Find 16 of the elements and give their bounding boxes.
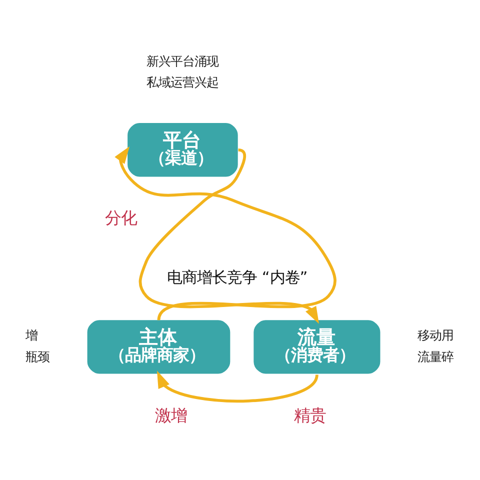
node-box: 流量 （消费者） xyxy=(254,320,380,374)
node-label: 激增 xyxy=(154,405,187,424)
node-label: 瓶颈 xyxy=(25,348,50,364)
node-box: 主体 （品牌商家） xyxy=(87,320,230,374)
node-label: 分化 xyxy=(105,208,138,227)
node-label: 私域运营兴起 xyxy=(146,74,218,89)
node-label: 精贵 xyxy=(294,405,326,424)
arrow xyxy=(156,370,318,402)
node-label: 新兴平台涌现 xyxy=(146,52,218,68)
node-box: 平台 （渠道） xyxy=(128,122,238,176)
arrow xyxy=(138,148,320,324)
node-label: 移动用 xyxy=(418,327,454,342)
arrow xyxy=(114,146,336,320)
node-label: 增 xyxy=(25,327,38,342)
label: 电商增长竞争 “内卷” xyxy=(166,268,308,286)
node-label: 流量碎 xyxy=(418,348,454,364)
